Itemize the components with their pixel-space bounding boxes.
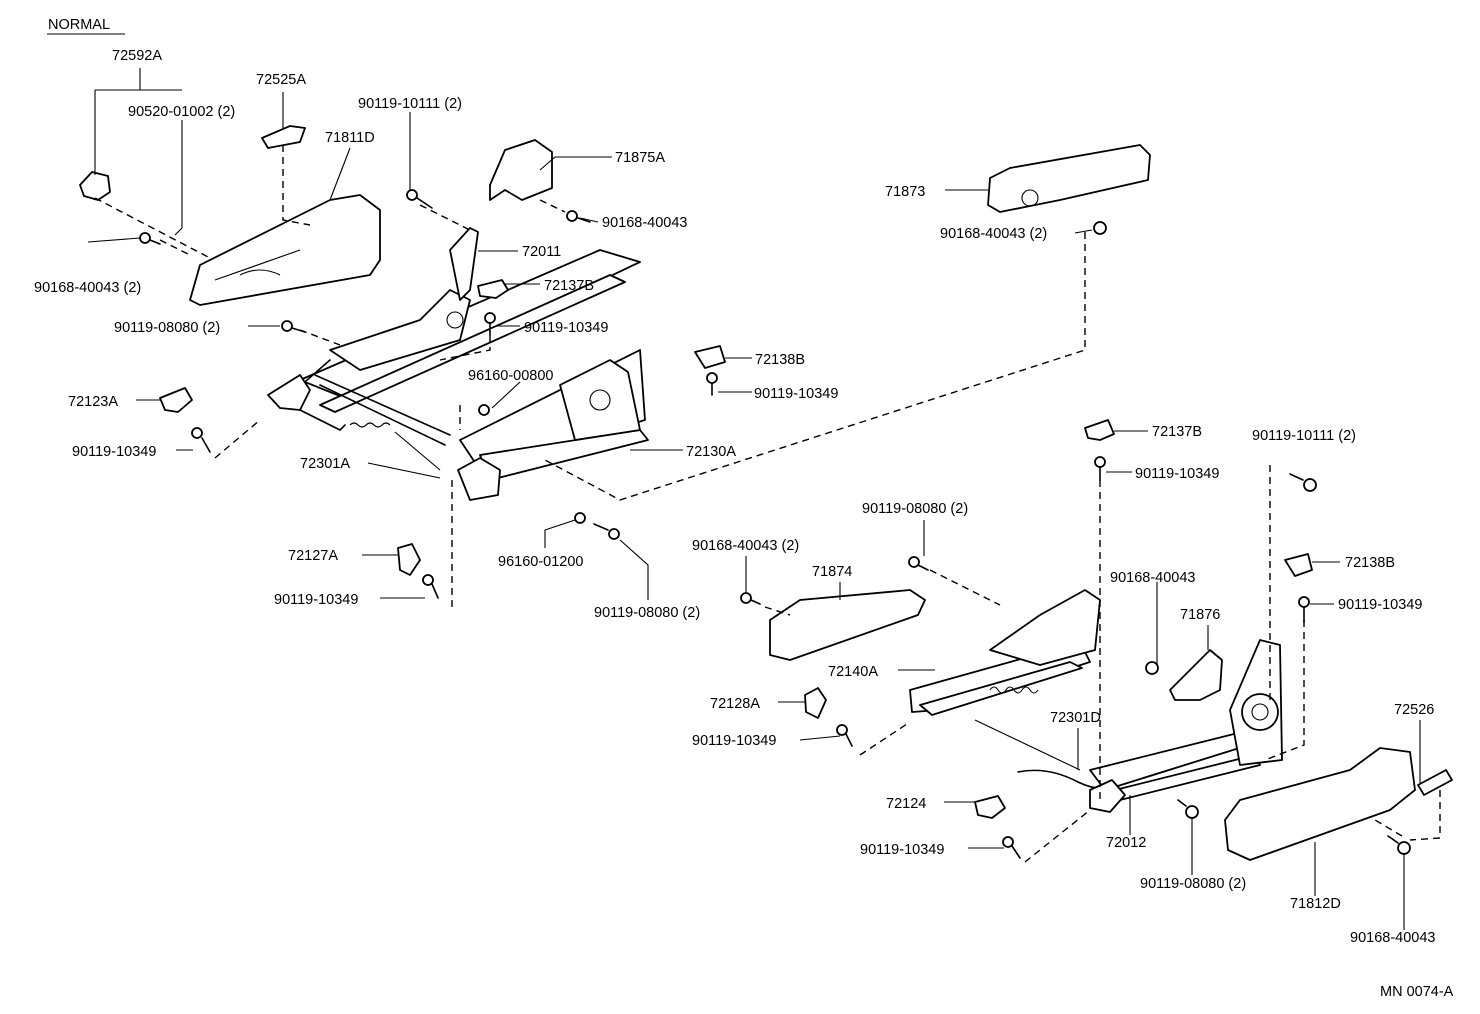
part-label: 72128A bbox=[710, 696, 760, 712]
part-label: 90119-10349 bbox=[274, 592, 358, 608]
cover-71874 bbox=[769, 589, 926, 661]
side-cover-71812D bbox=[1224, 747, 1416, 861]
part-label: 90119-08080 (2) bbox=[862, 501, 968, 517]
bracket-72124 bbox=[974, 795, 1006, 819]
part-label: 71811D bbox=[325, 130, 375, 146]
leader-lines bbox=[87, 68, 1421, 930]
part-label: 90119-10349 bbox=[1338, 597, 1422, 613]
part-label: 72525A bbox=[256, 72, 306, 88]
cover-72128A bbox=[804, 687, 827, 719]
part-label: 72137B bbox=[544, 278, 594, 294]
part-label: 90119-10111 (2) bbox=[1252, 428, 1356, 444]
part-label: 90520-01002 (2) bbox=[128, 104, 235, 120]
cover-71876 bbox=[1169, 649, 1223, 701]
part-label: 96160-01200 bbox=[498, 554, 583, 570]
part-label: 72012 bbox=[1106, 835, 1146, 851]
part-label: 90119-08080 (2) bbox=[114, 320, 220, 336]
cap-72137B-right bbox=[1084, 419, 1115, 441]
header: NORMAL bbox=[47, 17, 125, 35]
part-label: 72592A bbox=[112, 48, 162, 64]
part-label: 72123A bbox=[68, 394, 118, 410]
rear-cover-71873 bbox=[987, 144, 1151, 213]
part-label: 72140A bbox=[828, 664, 878, 680]
cover-71875A bbox=[489, 139, 553, 201]
part-label: 90119-10111 (2) bbox=[358, 96, 462, 112]
part-label: 71876 bbox=[1180, 607, 1220, 623]
part-label: 90119-08080 (2) bbox=[1140, 876, 1246, 892]
part-label: 90168-40043 (2) bbox=[692, 538, 799, 554]
side-cover-71811D bbox=[189, 194, 381, 306]
part-label: 71874 bbox=[812, 564, 852, 580]
part-label: 71875A bbox=[615, 150, 665, 166]
part-label: 72138B bbox=[755, 352, 805, 368]
part-label: 71873 bbox=[885, 184, 925, 200]
part-label: 90119-10349 bbox=[1135, 466, 1219, 482]
bracket-72123A bbox=[159, 387, 193, 413]
part-label: 90119-10349 bbox=[524, 320, 608, 336]
part-label: 90168-40043 (2) bbox=[940, 226, 1047, 242]
cap-72138B-right bbox=[1284, 553, 1313, 577]
cap-72526 bbox=[1417, 769, 1453, 796]
cover-72127A bbox=[397, 543, 421, 576]
part-label: 71812D bbox=[1290, 896, 1341, 912]
right-seat-track-assembly bbox=[909, 589, 1283, 813]
part-label: 90168-40043 (2) bbox=[34, 280, 141, 296]
left-seat-track-assembly bbox=[267, 227, 649, 501]
part-label: 90119-08080 (2) bbox=[594, 605, 700, 621]
part-label: 96160-00800 bbox=[468, 368, 553, 384]
part-label: 72127A bbox=[288, 548, 338, 564]
part-label: 72137B bbox=[1152, 424, 1202, 440]
part-number-labels: 72592A 90520-01002 (2) 72525A 71811D 901… bbox=[34, 48, 1435, 946]
knob-72592A bbox=[79, 171, 111, 201]
part-label: 90119-10349 bbox=[860, 842, 944, 858]
part-label: 72301A bbox=[300, 456, 350, 472]
cap-72137B bbox=[477, 279, 509, 299]
variant-label: NORMAL bbox=[48, 17, 110, 33]
part-label: 72526 bbox=[1394, 702, 1434, 718]
part-label: 72124 bbox=[886, 796, 926, 812]
cap-72138B bbox=[694, 345, 726, 369]
part-label: 72138B bbox=[1345, 555, 1395, 571]
part-label: 90119-10349 bbox=[692, 733, 776, 749]
part-label: 72301D bbox=[1050, 710, 1101, 726]
part-label: 90168-40043 bbox=[1350, 930, 1435, 946]
part-label: 90168-40043 bbox=[602, 215, 687, 231]
cap-72525A bbox=[261, 125, 306, 149]
fasteners bbox=[139, 189, 1411, 859]
part-label: 72011 bbox=[522, 244, 561, 260]
part-label: 90168-40043 bbox=[1110, 570, 1195, 586]
diagram-code: MN 0074-A bbox=[1380, 984, 1454, 1000]
part-label: 90119-10349 bbox=[754, 386, 838, 402]
part-label: 72130A bbox=[686, 444, 736, 460]
assembly-dashed-lines bbox=[94, 145, 1441, 863]
part-label: 90119-10349 bbox=[72, 444, 156, 460]
